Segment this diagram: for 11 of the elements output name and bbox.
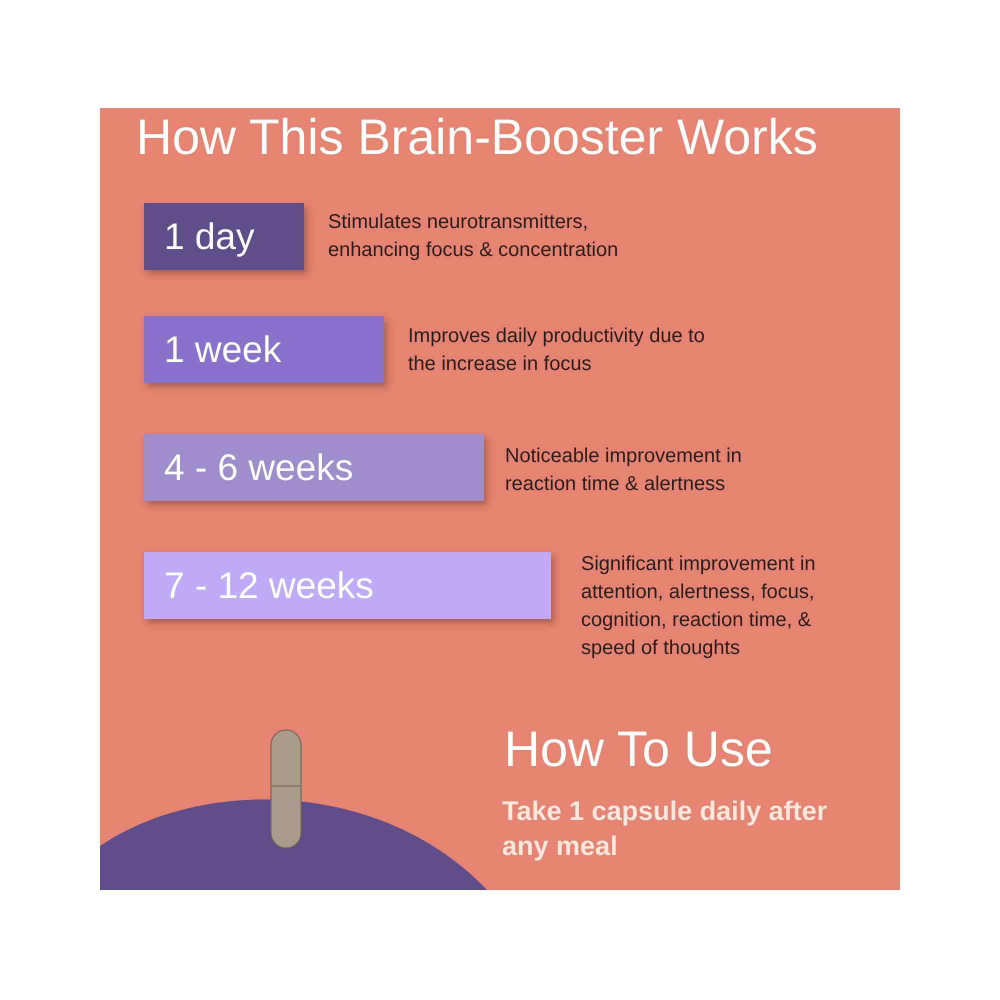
timeframe-bar: 1 week — [144, 316, 384, 383]
instruction-text: Take 1 capsule daily after any meal — [502, 795, 828, 863]
description-text: Significant improvement in attention, alertness, focus, cognition, reaction time, & speed of thoughts — [581, 552, 817, 661]
timeframe-bar: 1 day — [144, 203, 304, 270]
section-heading: How To Use — [504, 720, 773, 778]
description-text: Noticeable improvement in reaction time & alertness — [505, 444, 743, 497]
description-text: Stimulates neurotransmitters, enhancing focus & concentration — [328, 210, 620, 263]
timeframe-bar: 4 - 6 weeks — [144, 434, 484, 501]
timeframe-bar: 7 - 12 weeks — [144, 552, 551, 619]
title: How This Brain-Booster Works — [136, 108, 818, 166]
description-text: Improves daily productivity due to the increase in focus — [408, 324, 706, 377]
